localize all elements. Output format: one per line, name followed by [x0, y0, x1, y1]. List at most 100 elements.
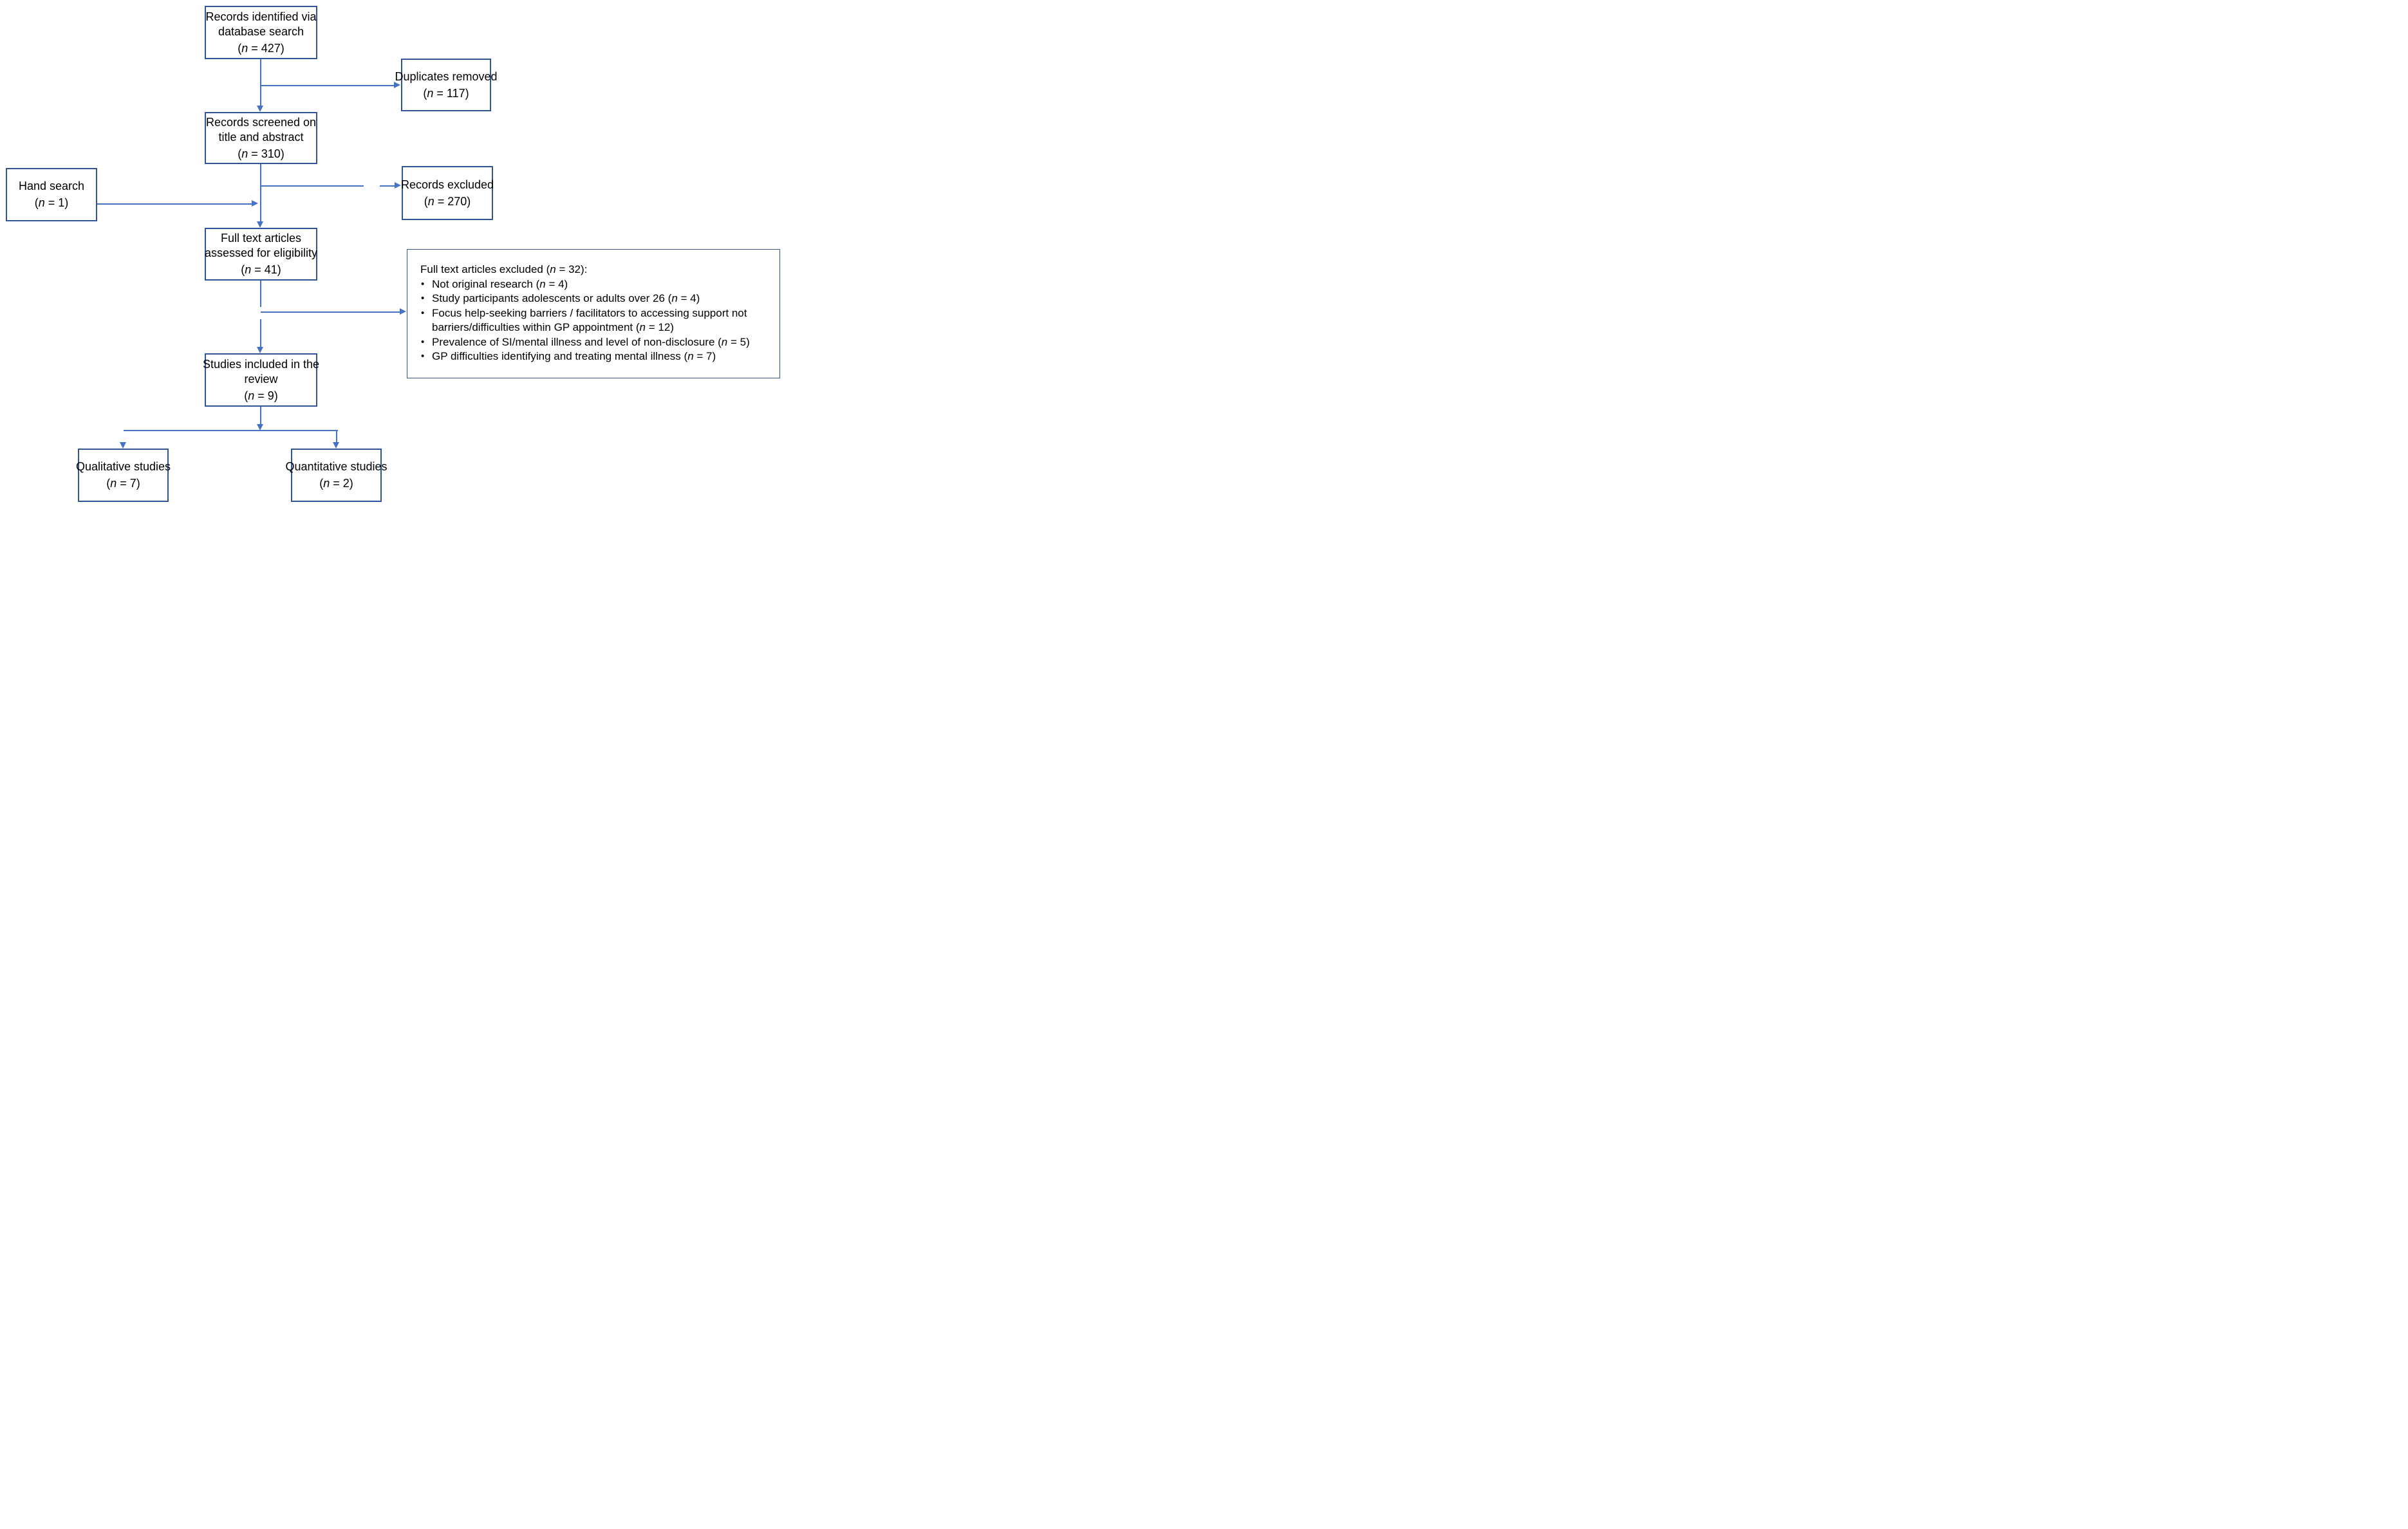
- node-label-line: Records identified via: [205, 10, 317, 23]
- node-hand-search: Hand search (n = 1): [6, 168, 97, 221]
- count-value: = 2): [330, 477, 353, 490]
- node-qualitative-studies: Qualitative studies (n = 7): [75, 449, 171, 502]
- node-label-line: Full text articles: [220, 232, 302, 245]
- node-label-line: Hand search: [18, 180, 85, 192]
- connector-to-fulltext-excluded: [261, 311, 400, 313]
- count-label: (n = 9): [244, 389, 278, 403]
- n-variable: n: [110, 477, 117, 490]
- list-item: GP difficulties identifying and treating…: [421, 349, 779, 364]
- reason-count: = 4): [677, 292, 700, 304]
- node-label-line: database search: [218, 24, 304, 38]
- node-label-line: Quantitative studies: [285, 460, 387, 473]
- split-line: [124, 430, 338, 431]
- prisma-flow-diagram: Records identified via database search (…: [0, 0, 803, 510]
- paren-open: (: [238, 147, 242, 160]
- count-label: (n = 1): [35, 196, 69, 210]
- connector-to-quantitative: [336, 430, 337, 442]
- n-variable: n: [427, 194, 434, 208]
- connector-included-to-split: [260, 407, 261, 425]
- n-variable: n: [245, 263, 252, 276]
- n-variable: n: [241, 147, 248, 160]
- reason-text: Focus help-seeking barriers / facilitato…: [432, 306, 747, 334]
- reason-text: Not original research (: [432, 277, 540, 290]
- list-item: Not original research (n = 4): [421, 277, 779, 292]
- node-records-screened: Records screened on title and abstract (…: [205, 112, 317, 164]
- reason-text: Prevalence of SI/mental illness and leve…: [432, 335, 722, 348]
- excluded-title-count: = 32):: [555, 263, 588, 275]
- arrowhead-down-icon: [257, 424, 263, 431]
- arrowhead-down-icon: [257, 221, 263, 228]
- paren-open: (: [106, 477, 111, 490]
- list-item: Study participants adolescents or adults…: [421, 292, 779, 306]
- n-variable: n: [639, 321, 646, 333]
- count-value: = 41): [251, 263, 281, 276]
- paren-open: (: [238, 41, 242, 55]
- arrowhead-down-icon: [120, 442, 126, 449]
- excluded-title-text: Full text articles excluded (: [420, 263, 550, 275]
- n-variable: n: [248, 389, 255, 402]
- node-label-line: assessed for eligibility: [204, 246, 318, 259]
- node-label-line: Records excluded: [400, 178, 494, 191]
- count-label: (n = 7): [106, 476, 140, 491]
- paren-open: (: [34, 196, 39, 209]
- arrowhead-right-icon: [252, 200, 258, 207]
- n-variable: n: [550, 263, 556, 275]
- n-variable: n: [427, 86, 434, 100]
- node-label-line: Qualitative studies: [75, 460, 171, 473]
- count-label: (n = 270): [424, 194, 471, 209]
- arrowhead-right-icon: [394, 82, 400, 88]
- node-full-text-assessed: Full text articles assessed for eligibil…: [205, 228, 317, 281]
- paren-open: (: [423, 86, 427, 100]
- node-duplicates-removed: Duplicates removed (n = 117): [395, 59, 498, 111]
- count-label: (n = 310): [238, 147, 285, 162]
- count-label: (n = 41): [241, 263, 281, 277]
- n-variable: n: [539, 277, 546, 290]
- paren-open: (: [424, 194, 428, 208]
- n-variable: n: [241, 41, 248, 55]
- n-variable: n: [687, 350, 694, 362]
- count-value: = 7): [117, 477, 140, 490]
- arrowhead-down-icon: [257, 347, 263, 353]
- n-variable: n: [721, 335, 728, 348]
- connector-fulltext-to-included: [260, 281, 261, 307]
- reason-text: Study participants adolescents or adults…: [432, 292, 672, 304]
- connector-hand-search: [97, 203, 252, 205]
- excluded-reasons-list: Not original research (n = 4) Study part…: [420, 277, 774, 364]
- list-item: Prevalence of SI/mental illness and leve…: [421, 335, 779, 350]
- node-records-identified: Records identified via database search (…: [205, 6, 317, 59]
- paren-open: (: [244, 389, 248, 402]
- n-variable: n: [671, 292, 678, 304]
- count-label: (n = 427): [238, 41, 285, 56]
- node-records-excluded: Records excluded (n = 270): [400, 166, 494, 220]
- n-variable: n: [323, 477, 330, 490]
- node-label-line: Records screened on: [205, 115, 317, 129]
- connector-identified-to-screened: [260, 59, 261, 106]
- count-value: = 9): [254, 389, 278, 402]
- paren-open: (: [241, 263, 245, 276]
- count-value: = 270): [434, 194, 471, 208]
- node-label-line: title and abstract: [218, 130, 304, 144]
- count-value: = 310): [248, 147, 285, 160]
- reason-count: = 12): [646, 321, 674, 333]
- node-quantitative-studies: Quantitative studies (n = 2): [285, 449, 387, 502]
- reason-count: = 4): [545, 277, 568, 290]
- count-value: = 1): [44, 196, 69, 209]
- paren-open: (: [319, 477, 324, 490]
- node-label-line: review: [244, 372, 278, 385]
- reason-text: GP difficulties identifying and treating…: [432, 350, 688, 362]
- arrowhead-right-icon: [395, 182, 401, 189]
- reason-count: = 7): [693, 350, 716, 362]
- list-item: Focus help-seeking barriers / facilitato…: [421, 306, 779, 335]
- arrowhead-right-icon: [400, 308, 406, 315]
- node-label-line: Studies included in the: [202, 357, 320, 371]
- count-value: = 117): [433, 86, 469, 100]
- connector-fulltext-to-included: [260, 319, 261, 347]
- excluded-title: Full text articles excluded (n = 32):: [420, 263, 774, 277]
- connector-to-duplicates: [261, 85, 394, 86]
- reason-count: = 5): [727, 335, 750, 348]
- n-variable: n: [38, 196, 45, 209]
- connector-screened-to-fulltext: [260, 164, 261, 221]
- count-label: (n = 2): [319, 476, 353, 491]
- count-value: = 427): [248, 41, 285, 55]
- node-studies-included: Studies included in the review (n = 9): [202, 353, 320, 407]
